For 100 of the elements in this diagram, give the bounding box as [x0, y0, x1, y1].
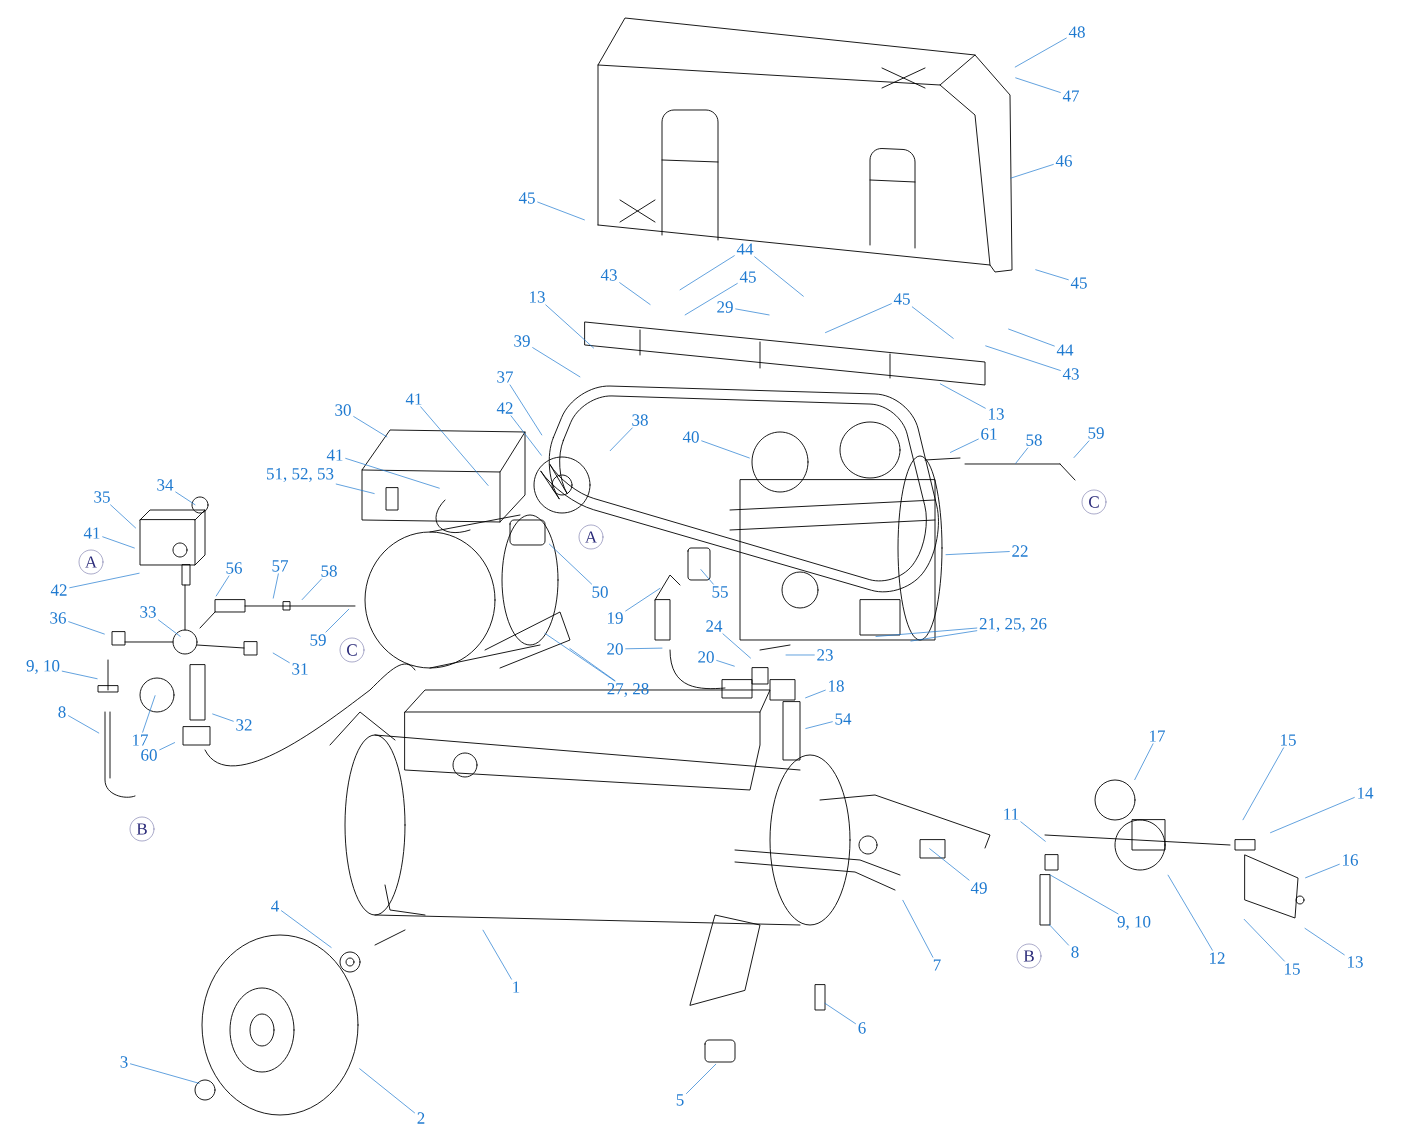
leader-line	[735, 308, 770, 316]
leader-line	[875, 627, 978, 637]
callout-number: 15	[1285, 963, 1300, 975]
leader-line	[1242, 747, 1284, 821]
circled-letter: B	[1016, 943, 1042, 969]
circled-letter: A	[78, 549, 104, 575]
callout-number: 46	[1055, 155, 1072, 167]
leader-line	[950, 438, 979, 453]
leader-line	[929, 848, 970, 881]
leader-line	[325, 608, 350, 633]
callout-number: 43	[1062, 368, 1079, 380]
callout-number: 17	[133, 734, 148, 746]
leader-line	[686, 1063, 717, 1094]
callout-number: 58	[321, 565, 337, 577]
circled-letter: B	[129, 816, 155, 842]
leader-line	[510, 415, 542, 456]
callout-number: 58	[1026, 434, 1042, 446]
leader-line	[68, 715, 100, 734]
leader-line	[716, 660, 735, 667]
callout-number: 9, 10	[26, 660, 60, 674]
leader-line	[482, 929, 512, 980]
callout-number: 8	[58, 706, 66, 718]
callout-number: 48	[1068, 26, 1085, 38]
leader-line	[1073, 440, 1090, 458]
callout-number: 13	[1348, 956, 1363, 968]
callout-number: 12	[1210, 952, 1225, 964]
leader-line	[1048, 924, 1069, 946]
callout-number: 20	[698, 651, 714, 663]
leader-line	[272, 652, 290, 663]
leader-line	[569, 648, 616, 682]
leader-line	[1304, 928, 1345, 956]
leader-line	[130, 1063, 200, 1084]
leader-line	[911, 306, 954, 339]
leader-line	[785, 654, 815, 656]
leader-line	[1134, 743, 1154, 780]
leader-line	[549, 543, 592, 585]
leader-line	[722, 633, 751, 659]
callout-number: 4	[271, 900, 279, 912]
callout-number: 32	[236, 719, 252, 731]
leader-line	[625, 587, 661, 612]
leader-line	[679, 255, 735, 291]
callout-number: 57	[272, 560, 288, 572]
callout-number: 29	[717, 301, 733, 313]
leader-line	[215, 575, 230, 597]
leader-line	[335, 483, 375, 494]
leader-line	[544, 633, 615, 682]
leader-line	[700, 569, 714, 585]
leader-line	[1049, 874, 1119, 915]
leader-line	[68, 621, 105, 635]
callout-number: 33	[140, 606, 156, 618]
callout-number: 44	[1056, 344, 1074, 356]
leader-line	[1243, 918, 1285, 962]
callout-number: 45	[739, 271, 756, 283]
leader-line	[69, 572, 140, 589]
callout-number: 49	[970, 882, 987, 894]
leader-line	[805, 689, 826, 699]
leader-line	[142, 695, 156, 733]
callout-number: 11	[1004, 808, 1019, 820]
leader-line	[825, 303, 892, 333]
callout-number: 7	[933, 959, 941, 971]
leader-line	[619, 282, 651, 305]
circled-letter: C	[339, 637, 365, 663]
callout-number: 31	[292, 663, 308, 675]
leader-line	[537, 201, 585, 221]
callout-number: 55	[712, 586, 728, 598]
callout-number: 42	[50, 584, 67, 596]
callout-number: 47	[1062, 90, 1079, 102]
leader-line	[359, 1068, 415, 1114]
callout-number: 15	[1281, 734, 1296, 746]
callout-number: 1	[513, 981, 520, 993]
leader-line	[509, 384, 543, 436]
leader-line	[625, 647, 663, 650]
leader-line	[353, 416, 388, 438]
callout-number: 20	[607, 643, 623, 655]
callout-number: 41	[405, 393, 422, 405]
callout-number: 6	[858, 1022, 866, 1034]
callout-number: 36	[50, 612, 66, 624]
callout-number: 9, 10	[1117, 916, 1151, 930]
leader-line	[545, 304, 594, 349]
callout-number: 22	[1012, 545, 1028, 557]
leader-line	[902, 899, 934, 958]
leader-line	[1020, 821, 1046, 842]
callout-number: 45	[1070, 277, 1087, 289]
leader-line	[754, 256, 804, 297]
callout-number: 13	[530, 291, 545, 303]
callout-number: 14	[1358, 787, 1374, 799]
leader-line	[345, 458, 440, 489]
callout-number: 13	[989, 408, 1004, 420]
callout-number: 45	[518, 192, 535, 204]
leader-line	[1270, 797, 1355, 833]
callout-number: 18	[829, 680, 844, 692]
callout-number: 34	[157, 479, 174, 491]
callout-number: 44	[736, 243, 754, 255]
callout-number: 54	[835, 713, 852, 725]
leader-line	[420, 406, 489, 486]
callout-number: 41	[326, 449, 343, 461]
callout-number: 37	[497, 371, 513, 383]
callout-number: 5	[676, 1094, 684, 1106]
leader-line	[212, 713, 234, 722]
callout-number: 35	[94, 491, 110, 503]
